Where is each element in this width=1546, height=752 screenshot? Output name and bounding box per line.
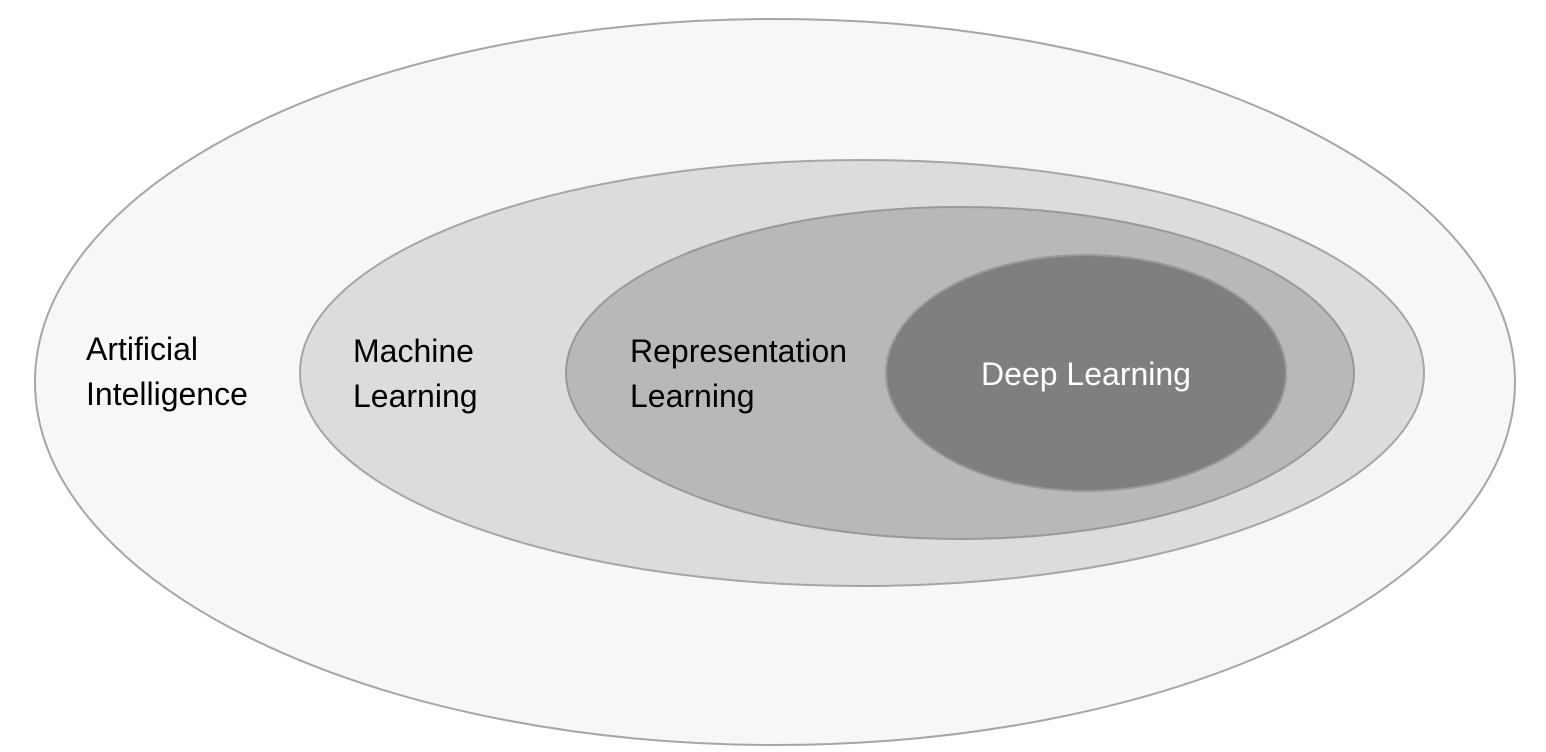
label-artificial-intelligence: Artificial Intelligence — [86, 331, 248, 412]
label-deep-learning-line-1: Deep Learning — [981, 356, 1191, 392]
label-artificial-intelligence-line-1: Artificial — [86, 331, 198, 367]
label-representation-learning-line-1: Representation — [630, 333, 847, 369]
label-artificial-intelligence-line-2: Intelligence — [86, 376, 248, 412]
label-deep-learning: Deep Learning — [981, 356, 1191, 392]
label-machine-learning-line-2: Learning — [353, 378, 478, 414]
ring-deep-learning — [885, 254, 1287, 492]
label-machine-learning: Machine Learning — [353, 333, 483, 414]
label-machine-learning-line-1: Machine — [353, 333, 474, 369]
label-representation-learning-line-2: Learning — [630, 378, 755, 414]
label-representation-learning: Representation Learning — [630, 333, 856, 414]
